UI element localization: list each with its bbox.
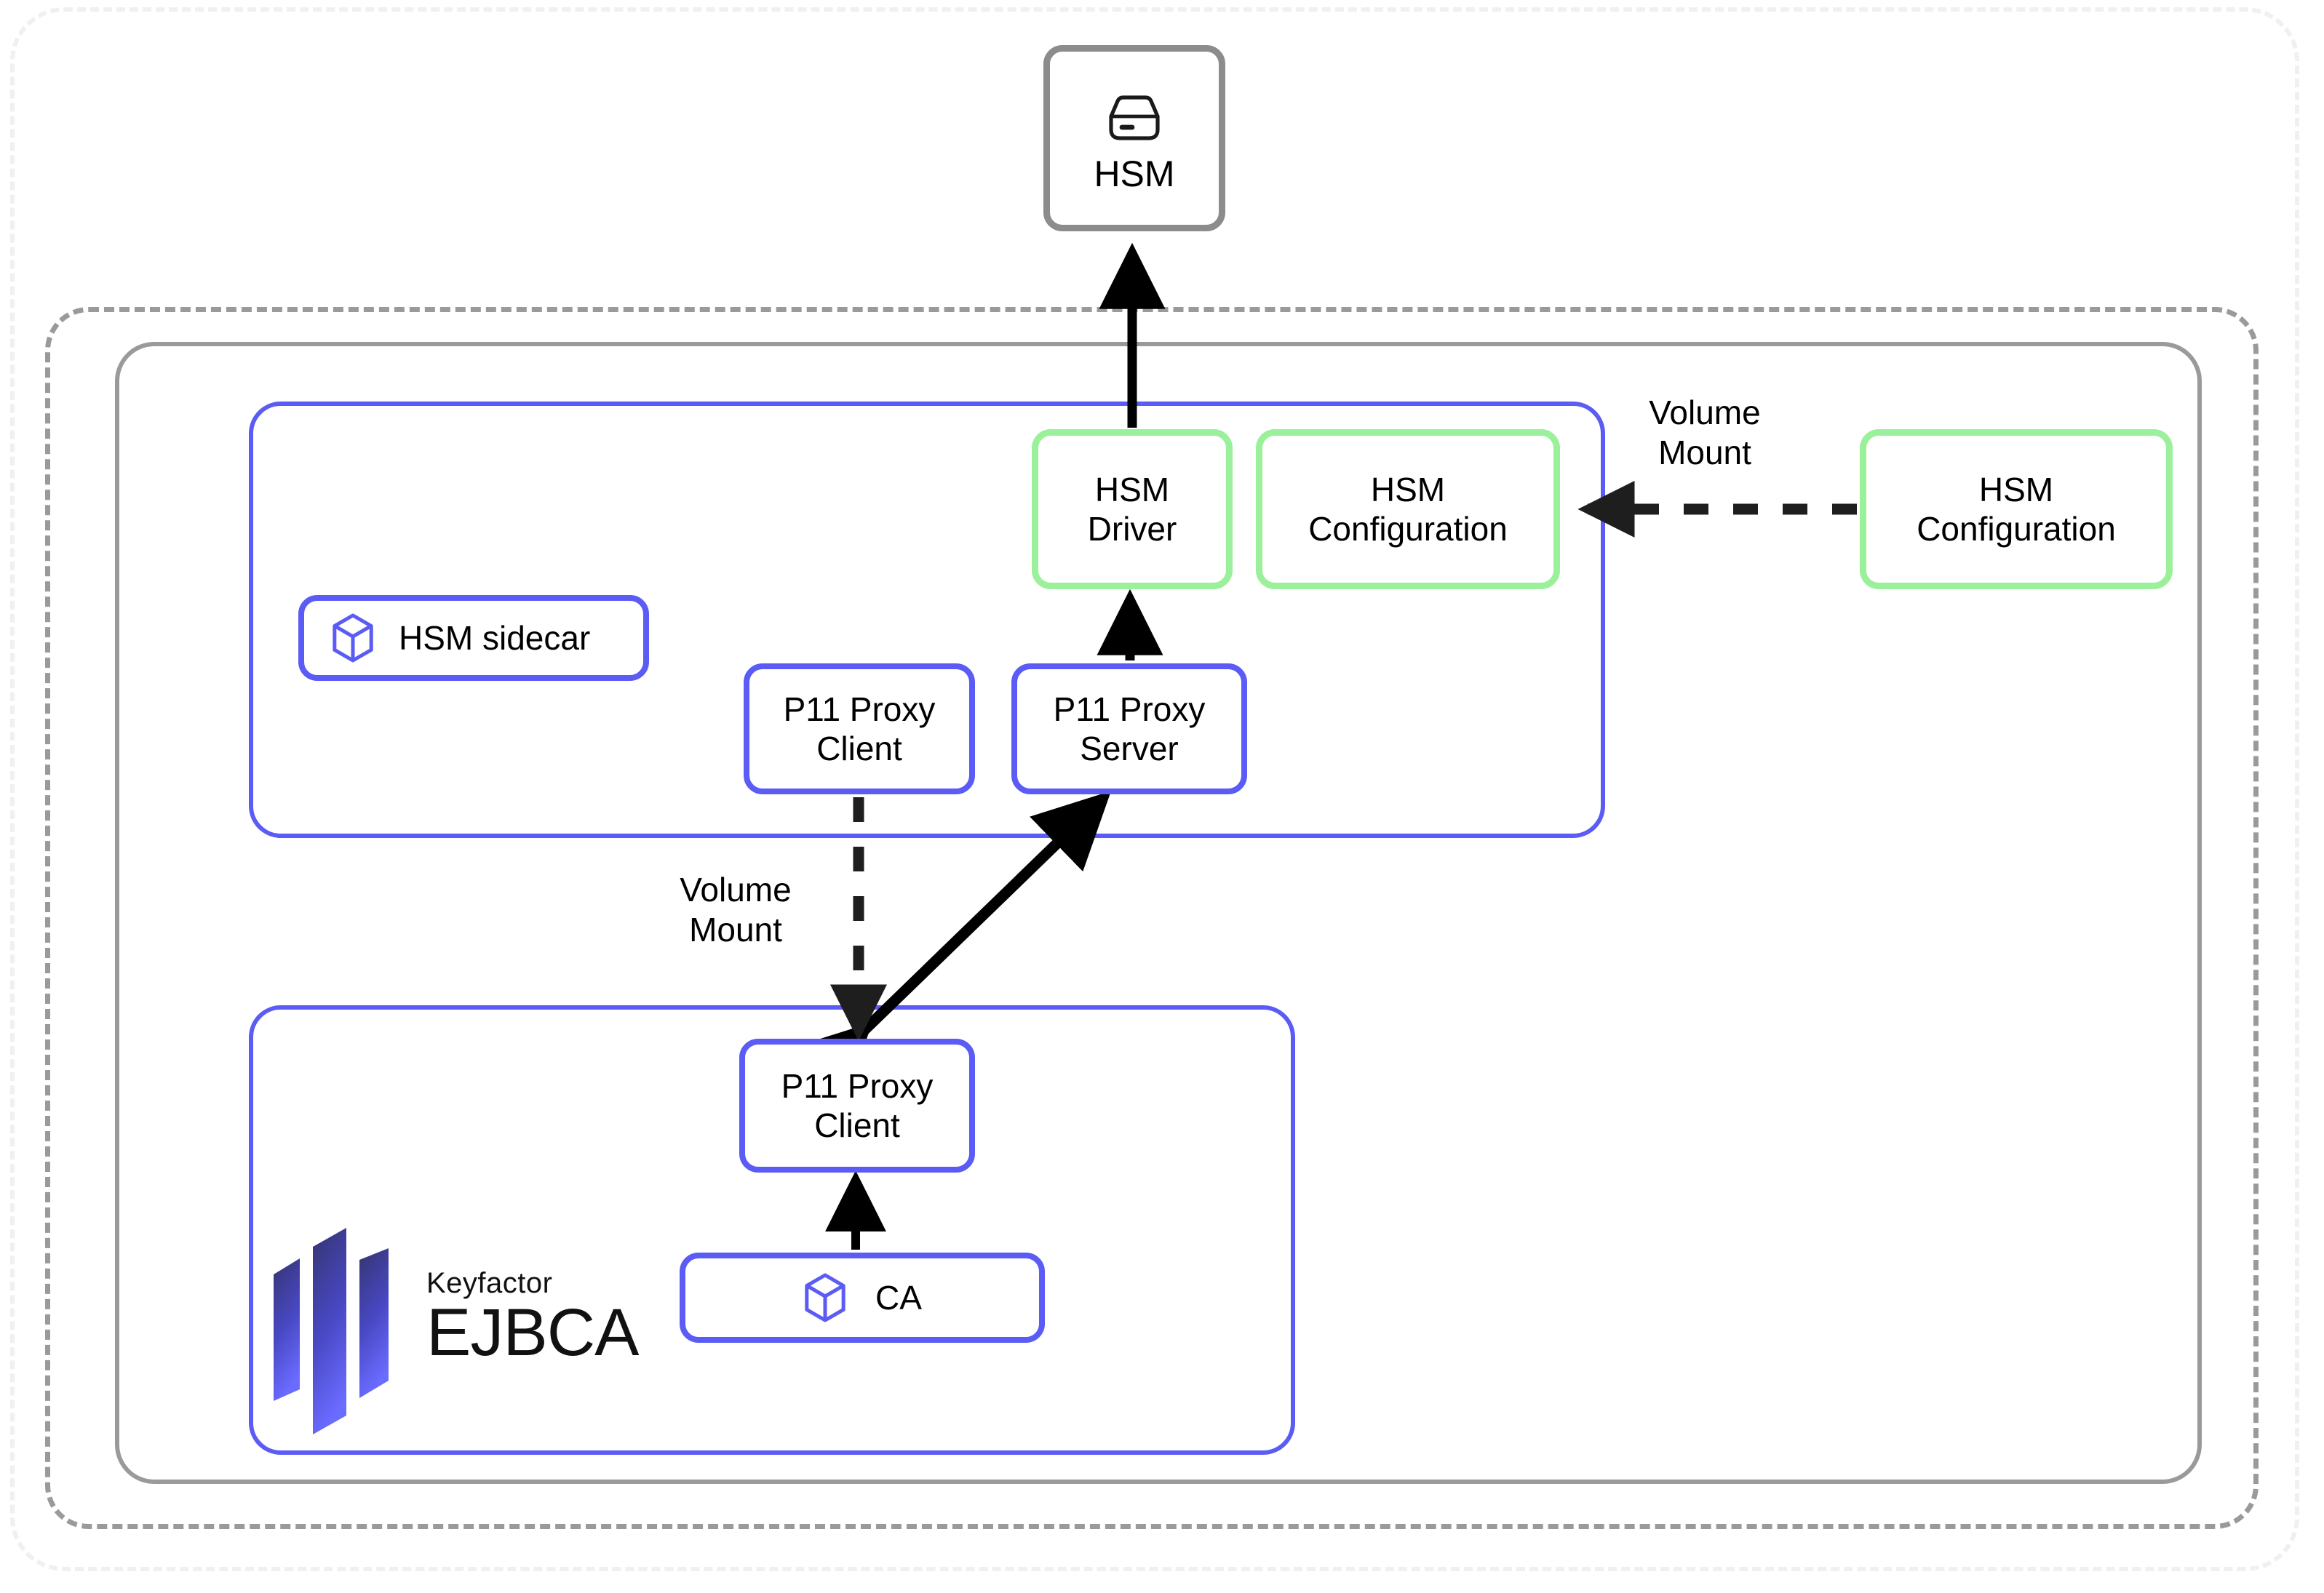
node-hsm-label: HSM (1094, 153, 1175, 194)
node-hsm-configuration-external-label: HSM Configuration (1917, 470, 2116, 548)
outer-boundary (10, 7, 2299, 1571)
node-hsm-sidecar-label: HSM sidecar (399, 618, 591, 657)
node-p11-proxy-client-sidecar-label: P11 Proxy Client (783, 690, 936, 767)
node-hsm-configuration-internal[interactable]: HSM Configuration (1256, 429, 1560, 589)
node-p11-proxy-server[interactable]: P11 Proxy Server (1011, 663, 1247, 794)
node-p11-proxy-server-label: P11 Proxy Server (1053, 690, 1206, 767)
node-p11-proxy-client-ejbca-label: P11 Proxy Client (781, 1066, 934, 1144)
edge-label-volume-mount-left: Volume Mount (680, 871, 792, 949)
namespace-boundary (115, 342, 2202, 1484)
node-p11-proxy-client-ejbca[interactable]: P11 Proxy Client (739, 1039, 975, 1173)
logo-mark-placeholder (262, 1218, 407, 1415)
node-p11-proxy-client-sidecar[interactable]: P11 Proxy Client (744, 663, 975, 794)
keyfactor-ejbca-logo: Keyfactor EJBCA (262, 1215, 640, 1418)
cube-icon (803, 1272, 848, 1323)
logo-product-label: EJBCA (426, 1295, 640, 1370)
logo-text: Keyfactor EJBCA (426, 1267, 640, 1370)
node-ca-label: CA (875, 1278, 922, 1317)
cube-icon (330, 612, 375, 663)
node-hsm-configuration-external[interactable]: HSM Configuration (1860, 429, 2173, 589)
node-hsm-driver[interactable]: HSM Driver (1032, 429, 1233, 589)
node-ca[interactable]: CA (680, 1253, 1045, 1343)
node-hsm-configuration-internal-label: HSM Configuration (1308, 470, 1508, 548)
node-hsm[interactable]: HSM (1043, 45, 1225, 231)
cluster-boundary (45, 307, 2259, 1529)
node-hsm-sidecar[interactable]: HSM sidecar (298, 595, 649, 681)
pod-ejbca[interactable] (249, 1005, 1295, 1455)
edge-label-volume-mount-right: Volume Mount (1649, 394, 1761, 472)
hard-drive-icon (1099, 92, 1169, 147)
logo-brand-label: Keyfactor (426, 1267, 553, 1300)
node-hsm-driver-label: HSM Driver (1087, 470, 1177, 548)
